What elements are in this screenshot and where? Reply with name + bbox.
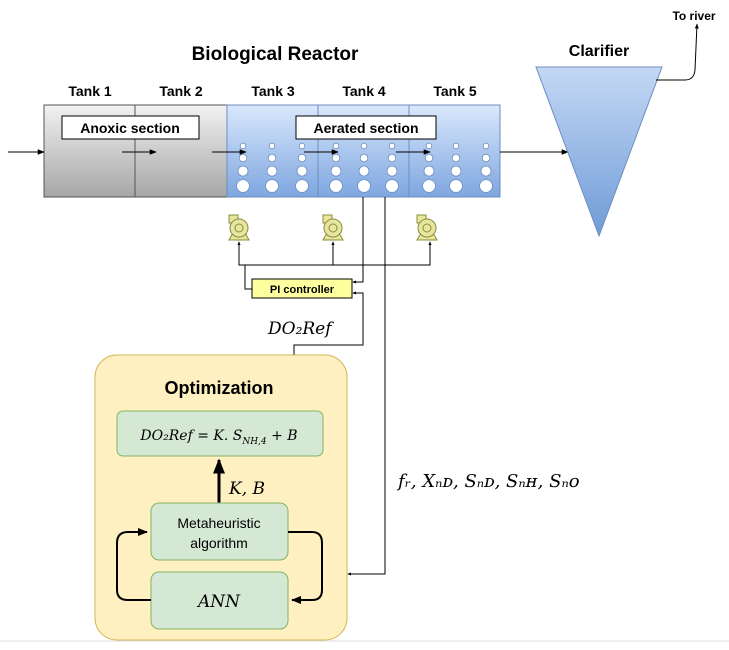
reactor-title: Biological Reactor (192, 44, 359, 65)
bubble (482, 142, 490, 150)
bubble (425, 142, 433, 150)
bubble (332, 142, 340, 150)
bubble (360, 142, 368, 150)
tank-label-5: Tank 5 (433, 83, 477, 99)
aeration-bubbles (236, 142, 493, 193)
bubble (265, 179, 279, 193)
tank-label-2: Tank 2 (159, 83, 203, 99)
bubble (423, 165, 435, 177)
kb-label: K, B (228, 479, 265, 499)
bubble (296, 165, 308, 177)
equation-main: DO₂Ref = K. S (139, 428, 242, 444)
pump-icon (322, 214, 344, 241)
tank-label-3: Tank 3 (251, 83, 295, 99)
aerated-section-label: Aerated section (313, 120, 418, 136)
bubble (357, 179, 371, 193)
do-ref-equation: DO₂Ref = K. SNH,4 + B (139, 428, 297, 447)
bubble (239, 142, 247, 150)
bubble (238, 153, 248, 163)
bubble (267, 153, 277, 163)
bubble (236, 179, 250, 193)
bubble (331, 153, 341, 163)
ann-label: ANN (196, 592, 241, 612)
bubble (449, 179, 463, 193)
optimization-title: Optimization (165, 378, 274, 398)
bubble (295, 179, 309, 193)
pump-icon (228, 214, 250, 241)
tank-label-4: Tank 4 (342, 83, 386, 99)
bubble (480, 165, 492, 177)
pump-bus-line (238, 242, 431, 266)
bubble (481, 153, 491, 163)
river-label: To river (672, 9, 715, 23)
bubble (237, 165, 249, 177)
bubble (424, 153, 434, 163)
metaheuristic-box (150, 502, 289, 561)
bubble (268, 142, 276, 150)
anoxic-label-box (61, 115, 200, 140)
metaheuristic-label-line1: Metaheuristic (177, 515, 260, 531)
bubble (450, 165, 462, 177)
measurement-feedback-line (347, 197, 386, 576)
pi-controller-label: PI controller (270, 284, 335, 296)
equation-subscript: NH,4 (241, 437, 267, 447)
pi-controller-box (251, 278, 353, 299)
bubble (452, 142, 460, 150)
bubble (266, 165, 278, 177)
river-outflow-arrow (656, 23, 699, 81)
bubble (387, 153, 397, 163)
do-sensor-feedback-line (352, 197, 364, 284)
bubble (358, 165, 370, 177)
blower-pumps (228, 214, 438, 241)
pump-icon (416, 214, 438, 241)
anoxic-section-label: Anoxic section (80, 120, 180, 136)
bubble (330, 165, 342, 177)
bubble (297, 153, 307, 163)
metaheuristic-label-line2: algorithm (190, 535, 248, 551)
loop-arrow-right (288, 531, 323, 604)
bubble (479, 179, 493, 193)
aerated-label-box (295, 115, 437, 140)
do-ref-label: DO₂Ref (267, 319, 334, 339)
clarifier-cone (535, 66, 663, 238)
bubble (329, 179, 343, 193)
bubble (386, 165, 398, 177)
bubble (359, 153, 369, 163)
loop-arrow-left (116, 528, 151, 601)
controller-output-line (244, 265, 252, 290)
tank-label-1: Tank 1 (68, 83, 112, 99)
bubble (385, 179, 399, 193)
measurements-label: fᵣ, Xₙᴅ, Sₙᴅ, Sₙʜ, Sₙᴏ (396, 471, 580, 492)
bubble (298, 142, 306, 150)
bubble (422, 179, 436, 193)
do-ref-equation-box (116, 410, 324, 457)
equation-tail: + B (267, 428, 298, 444)
bubble (451, 153, 461, 163)
bubble (388, 142, 396, 150)
clarifier-title: Clarifier (569, 43, 629, 60)
